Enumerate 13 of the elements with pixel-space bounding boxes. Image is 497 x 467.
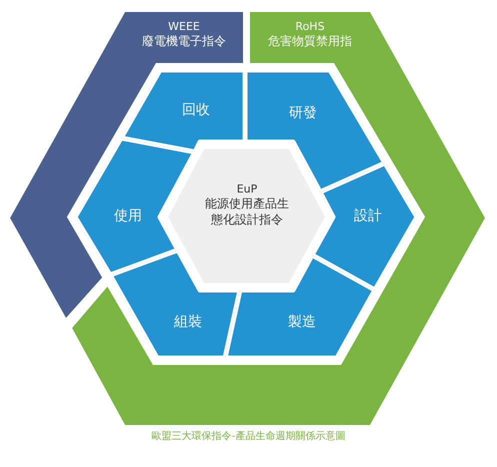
stage-label: 回收 — [182, 100, 210, 120]
stage-label: 使用 — [114, 206, 142, 226]
directive-name: 危害物質禁用指 — [268, 34, 352, 50]
directive-abbreviation: RoHS — [294, 20, 326, 34]
stage-label: 製造 — [288, 312, 316, 332]
directive-abbreviation: WEEE — [167, 20, 201, 34]
stage-label: 設計 — [354, 206, 382, 226]
stage-label: 組裝 — [174, 312, 202, 332]
directive-abbreviation: EuP — [236, 182, 258, 197]
stage-label: 研發 — [289, 104, 317, 122]
directive-name: 能源使用產品生態化設計指令 — [205, 196, 289, 228]
directive-name: 廢電機電子指令 — [142, 34, 226, 50]
caption: 歐盟三大環保指令-產品生命週期關係示意圖 — [152, 431, 346, 442]
